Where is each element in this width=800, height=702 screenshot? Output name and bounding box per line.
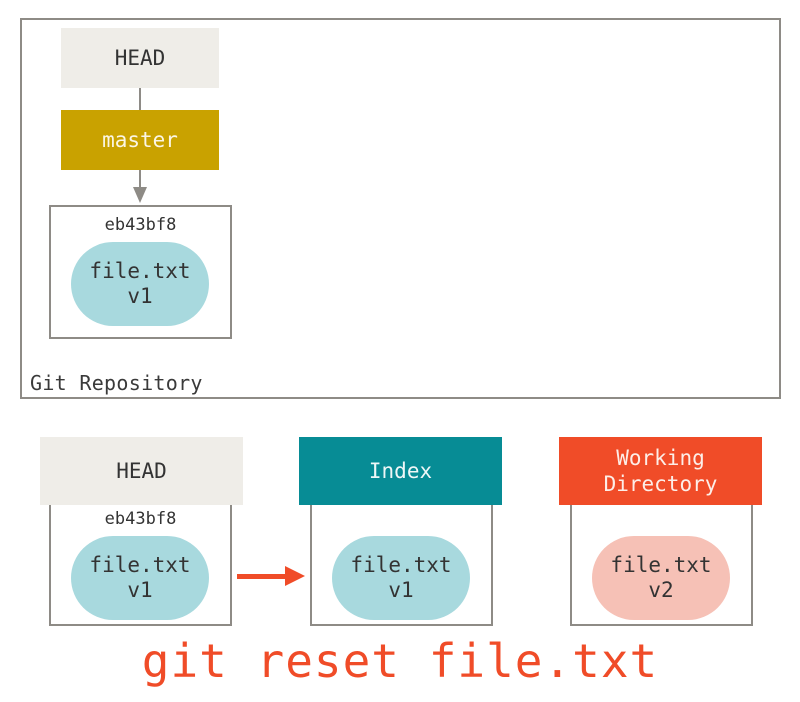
repo-head-ref: HEAD — [61, 28, 219, 88]
git-reset-command: git reset file.txt — [141, 634, 659, 688]
commit-file-name: file.txt — [89, 259, 191, 283]
working-directory-file-name: file.txt — [610, 553, 712, 577]
master-branch-ref: master — [61, 110, 219, 170]
head-tree-file-blob: file.txt v1 — [71, 536, 209, 620]
reset-arrow-head — [285, 566, 305, 586]
master-to-commit-arrowhead — [133, 187, 147, 203]
working-directory-tree-header: Working Directory — [559, 437, 762, 505]
head-tree-file-version: v1 — [127, 578, 153, 602]
index-tree-header: Index — [299, 437, 502, 505]
git-repository-frame — [20, 18, 781, 399]
index-tree-file-name: file.txt — [350, 553, 452, 577]
head-tree-sha: eb43bf8 — [104, 509, 177, 529]
index-tree-box: file.txt v1 — [310, 505, 493, 626]
working-directory-file-version: v2 — [648, 578, 674, 602]
head-tree-file-name: file.txt — [89, 553, 191, 577]
index-tree-file-blob: file.txt v1 — [332, 536, 470, 620]
index-tree-file-version: v1 — [388, 578, 414, 602]
commit-box: eb43bf8 file.txt v1 — [49, 205, 232, 339]
commit-file-version: v1 — [127, 284, 153, 308]
working-directory-tree-box: file.txt v2 — [570, 505, 753, 626]
head-tree-box: eb43bf8 file.txt v1 — [49, 505, 232, 626]
head-to-master-connector — [139, 88, 141, 110]
commit-sha: eb43bf8 — [104, 215, 177, 235]
working-directory-file-blob: file.txt v2 — [592, 536, 730, 620]
git-repository-label: Git Repository — [30, 371, 203, 395]
head-tree-header: HEAD — [40, 437, 243, 505]
reset-arrow-line — [237, 574, 287, 579]
master-to-commit-connector — [139, 170, 141, 188]
commit-file-blob: file.txt v1 — [71, 242, 209, 326]
